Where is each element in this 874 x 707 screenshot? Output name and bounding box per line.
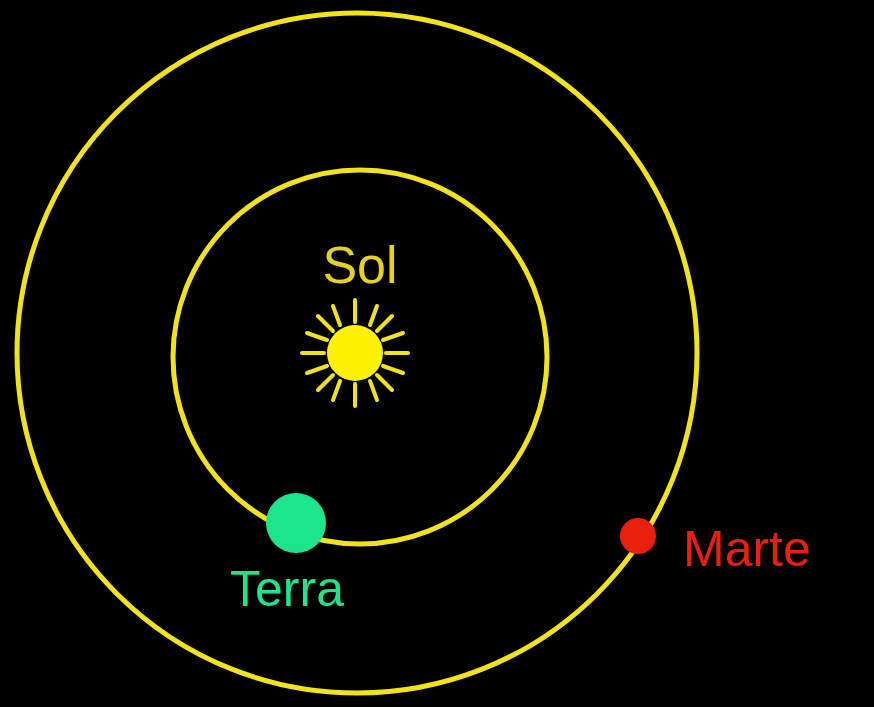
earth-orbit [173,170,547,544]
sun-label: Sol [322,239,397,291]
earth-label: Terra [230,564,344,614]
mars-planet [620,518,656,554]
mars-label: Marte [683,524,811,574]
sun-symbol [302,300,408,406]
earth-planet [266,493,326,553]
mars-orbit [17,13,697,693]
